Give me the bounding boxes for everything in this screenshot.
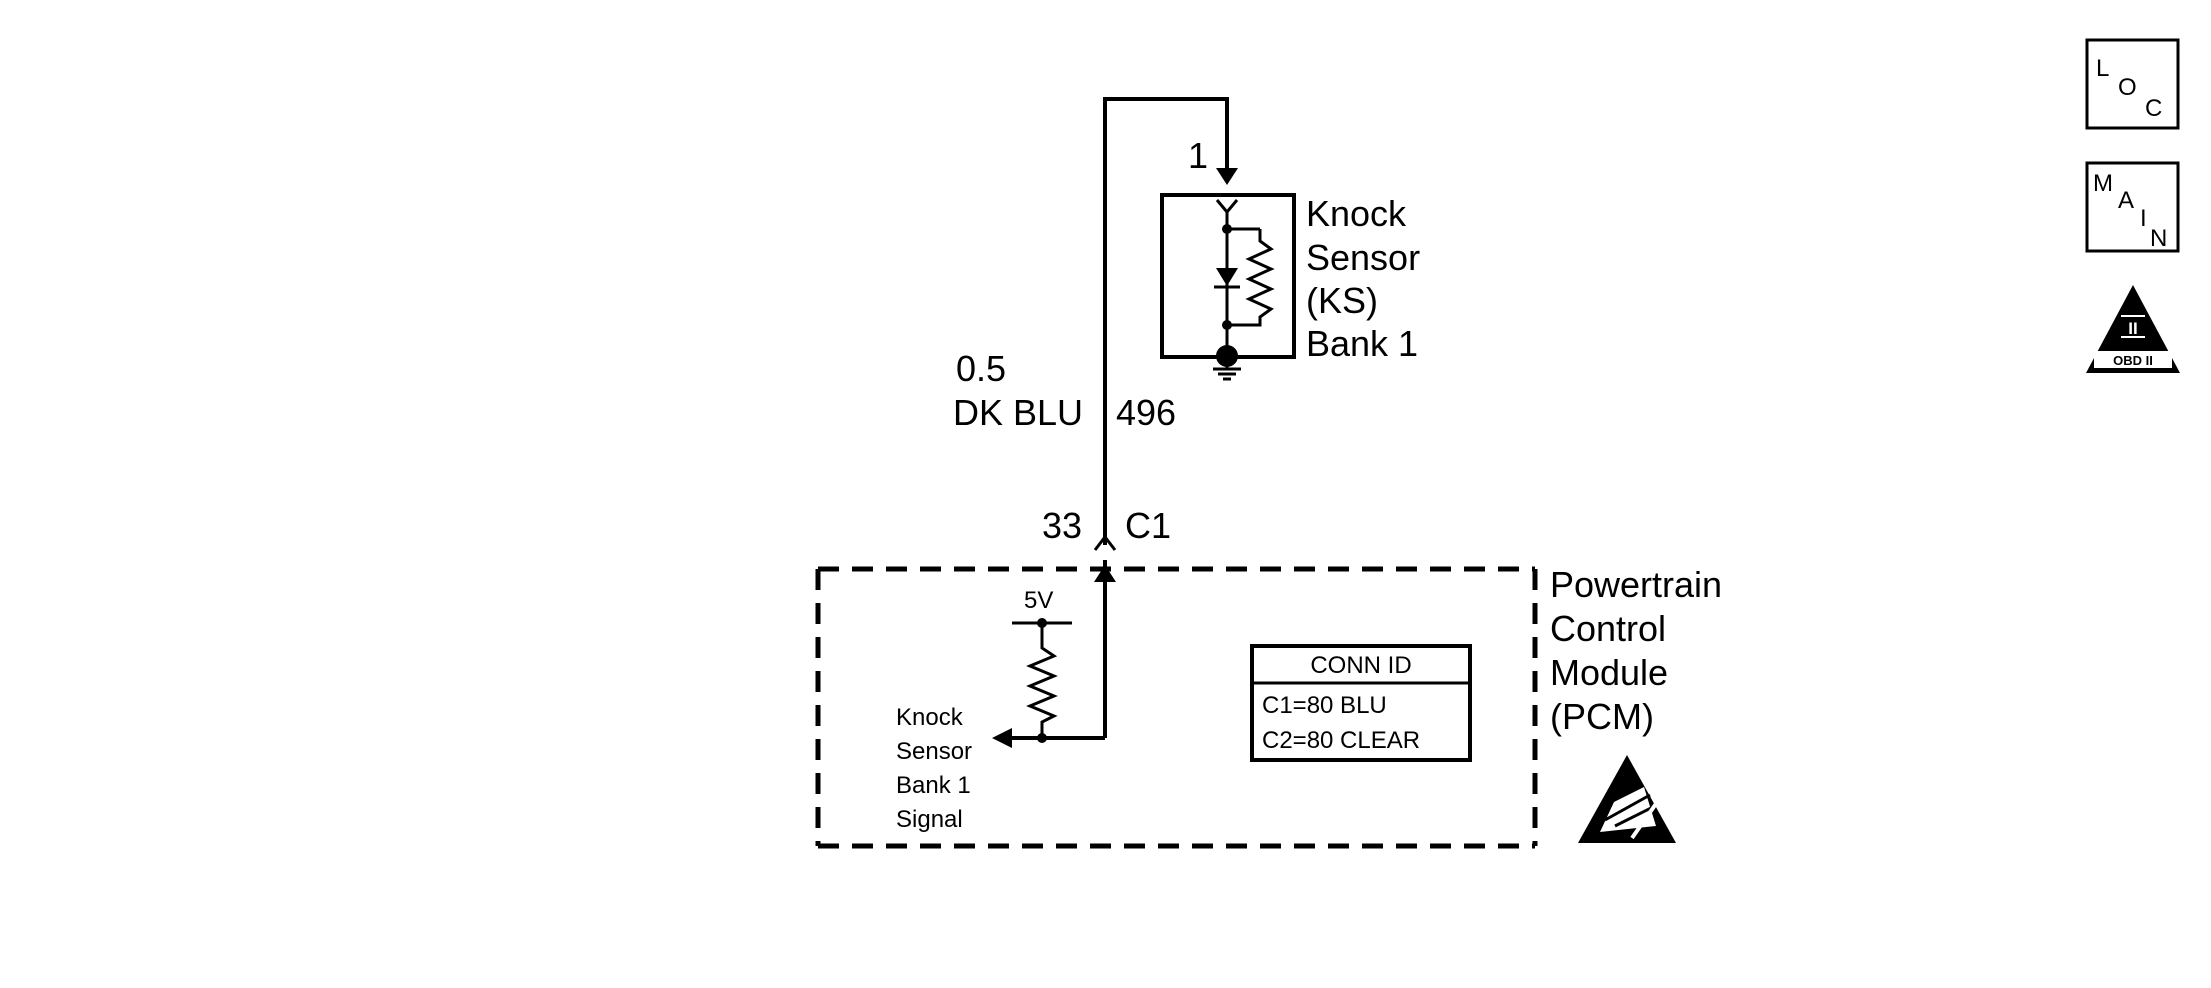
wire-circuit-number: 496: [1116, 392, 1176, 433]
wire-color-label: DK BLU: [953, 392, 1083, 433]
signal-label-line-4: Signal: [896, 806, 963, 833]
wire-circuit-496: [1093, 97, 1238, 738]
loc-button[interactable]: L O C: [2085, 38, 2180, 130]
main-letter-4: N: [2150, 225, 2167, 252]
main-letter-2: A: [2118, 187, 2134, 214]
sensor-name-line-2: Sensor: [1306, 237, 1420, 278]
sensor-name-line-4: Bank 1: [1306, 323, 1418, 364]
conn-id-row-1: C1=80 BLU: [1262, 692, 1387, 719]
pcm-name-line-4: (PCM): [1550, 696, 1654, 737]
signal-label-line-1: Knock: [896, 704, 964, 731]
sensor-name-line-3: (KS): [1306, 280, 1378, 321]
signal-label-line-3: Bank 1: [896, 772, 971, 799]
pcm-internal-circuit: [992, 618, 1105, 748]
loc-letter-2: O: [2118, 74, 2137, 101]
signal-label-line-2: Sensor: [896, 738, 972, 765]
pcm-name-line-2: Control: [1550, 608, 1666, 649]
connector-pin-number: 33: [1042, 505, 1082, 546]
obd-ii-button[interactable]: II OBD II: [2086, 285, 2180, 373]
pcm-name-line-1: Powertrain: [1550, 564, 1722, 605]
conn-id-row-2: C2=80 CLEAR: [1262, 727, 1420, 754]
obd-numeral: II: [2128, 319, 2137, 338]
loc-letter-3: C: [2145, 95, 2162, 122]
pcm-module: [815, 566, 1538, 849]
reference-voltage-label: 5V: [1024, 587, 1053, 614]
sensor-name-line-1: Knock: [1306, 193, 1407, 234]
conn-id-header: CONN ID: [1310, 652, 1411, 679]
main-button[interactable]: M A I N: [2085, 161, 2180, 253]
loc-letter-1: L: [2096, 55, 2109, 82]
main-letter-3: I: [2140, 205, 2147, 232]
main-letter-1: M: [2093, 170, 2113, 197]
wire-gauge-label: 0.5: [956, 348, 1006, 389]
sensor-pin-number: 1: [1188, 135, 1208, 176]
esd-warning-icon: [1578, 755, 1676, 843]
obd-label: OBD II: [2113, 353, 2153, 368]
knock-sensor-component: [1160, 193, 1296, 381]
pcm-name-line-3: Module: [1550, 652, 1668, 693]
conn-id-table: [1250, 644, 1472, 762]
connector-id-label: C1: [1125, 505, 1171, 546]
